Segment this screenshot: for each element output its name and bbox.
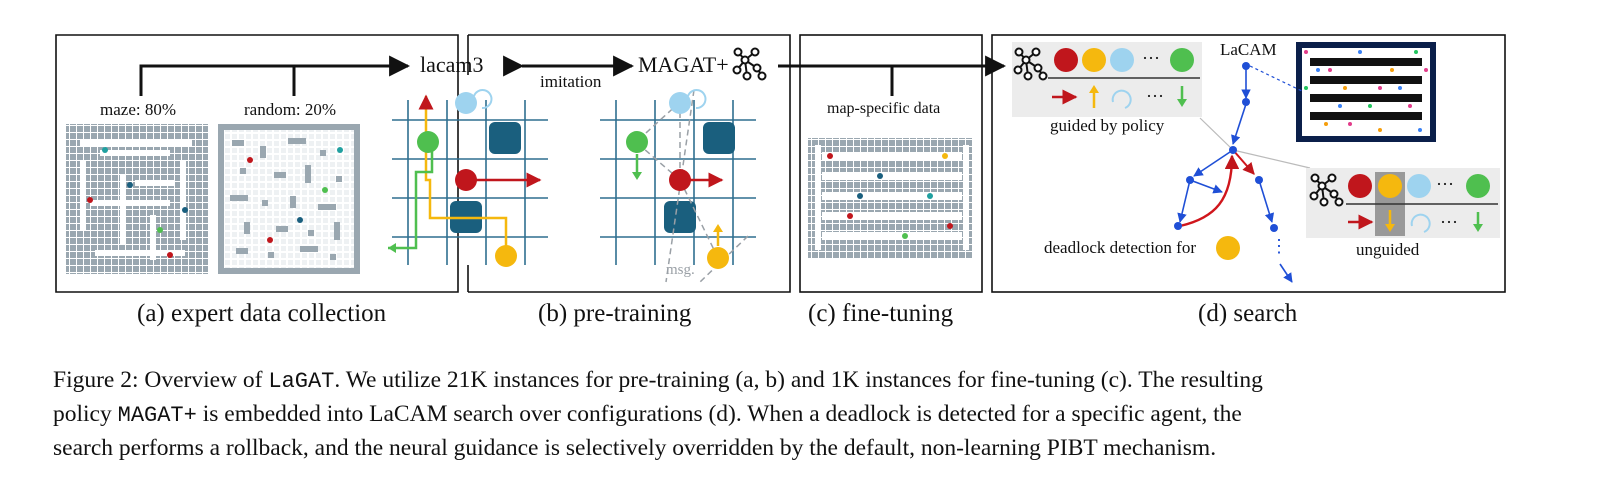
agent-yellow: [1082, 48, 1106, 72]
wait-arrow: [473, 89, 493, 110]
lacam3-label: lacam3: [420, 52, 484, 77]
maze-percentage-label: maze: 80%: [100, 100, 176, 119]
agent-red: [1054, 48, 1078, 72]
panel-d-frame: [991, 34, 1506, 293]
collection-arrow: [139, 55, 411, 96]
wait-arrow: [1111, 89, 1132, 109]
agent-yellow: [707, 247, 729, 269]
caption-text: policy: [53, 401, 118, 427]
ellipsis-unguided-actions: ···: [1440, 212, 1458, 232]
agent-green: [626, 131, 648, 153]
deadlock-detection-label: deadlock detection for: [1044, 238, 1196, 257]
unguided-label: unguided: [1356, 240, 1420, 259]
agent-lightblue: [1110, 48, 1134, 72]
msg-label: msg.: [666, 262, 695, 278]
map-specific-data-label: map-specific data: [827, 100, 941, 117]
wait-arrow: [1410, 213, 1431, 233]
search-tree: [1174, 62, 1311, 283]
agent-red: [1348, 174, 1372, 198]
caption-line-1: Figure 2: Overview of LaGAT. We utilize …: [53, 364, 1573, 398]
svg-text:⋮: ⋮: [1270, 236, 1288, 256]
caption-line-3: search performs a rollback, and the neur…: [53, 435, 1217, 461]
caption-text: . We utilize 21K instances for pre-train…: [334, 367, 1263, 393]
policy-name: MAGAT+: [117, 403, 197, 428]
agent-lightblue: [669, 92, 691, 114]
wait-arrow: [687, 89, 707, 110]
message-links: [635, 89, 749, 283]
agent-red: [669, 169, 691, 191]
ellipsis-unguided: ···: [1436, 174, 1454, 194]
agent-lightblue: [455, 92, 477, 114]
agent-lightblue: [1407, 174, 1431, 198]
agent-green: [1170, 48, 1194, 72]
panel-b-caption: (b) pre-training: [538, 300, 692, 327]
deadlock-agent-yellow: [1216, 236, 1240, 260]
network-icon: [1309, 173, 1344, 207]
network-icon: [1013, 47, 1048, 81]
warehouse-map: [808, 138, 973, 258]
deploy-arrow: [778, 55, 1007, 96]
guided-by-policy-label: guided by policy: [1050, 116, 1165, 135]
expert-grid: [392, 100, 548, 265]
network-icon: [732, 47, 767, 81]
agent-red: [455, 169, 477, 191]
caption-text: Figure 2: Overview of: [53, 367, 269, 393]
agent-green: [417, 131, 439, 153]
caption-line-2: policy MAGAT+ is embedded into LaCAM sea…: [53, 398, 1573, 432]
green-path: [388, 142, 434, 250]
ellipsis-guided: ···: [1142, 48, 1160, 68]
panel-a-caption: (a) expert data collection: [137, 300, 387, 327]
panel-b-frame: [467, 34, 791, 293]
agent-green: [1466, 174, 1490, 198]
yellow-path: [418, 94, 508, 255]
overview-figure: ⋮ maze: 80% random: 20% lacam3 imitation…: [55, 34, 1506, 327]
panel-d-caption: (d) search: [1198, 300, 1298, 327]
magat-plus-label: MAGAT+: [638, 52, 729, 77]
method-name: LaGAT: [268, 369, 335, 394]
maze-map: [66, 124, 208, 274]
obstacle: [703, 122, 735, 154]
random-percentage-label: random: 20%: [244, 100, 337, 119]
panel-c-frame: [799, 34, 983, 293]
obstacle: [664, 201, 696, 233]
lacam-label: LaCAM: [1220, 40, 1277, 59]
panel-a-frame: [55, 34, 459, 293]
agent-yellow: [1378, 174, 1402, 198]
obstacle: [489, 122, 521, 154]
caption-text: is embedded into LaCAM search over confi…: [196, 401, 1242, 427]
figure-caption: Figure 2: Overview of LaGAT. We utilize …: [53, 364, 1573, 464]
panel-c-caption: (c) fine-tuning: [808, 300, 954, 327]
random-map: [218, 124, 360, 274]
ellipsis-guided-actions: ···: [1146, 86, 1164, 106]
imitation-label: imitation: [540, 72, 602, 91]
environment-thumbnail: [1249, 42, 1436, 142]
agent-yellow: [495, 245, 517, 267]
